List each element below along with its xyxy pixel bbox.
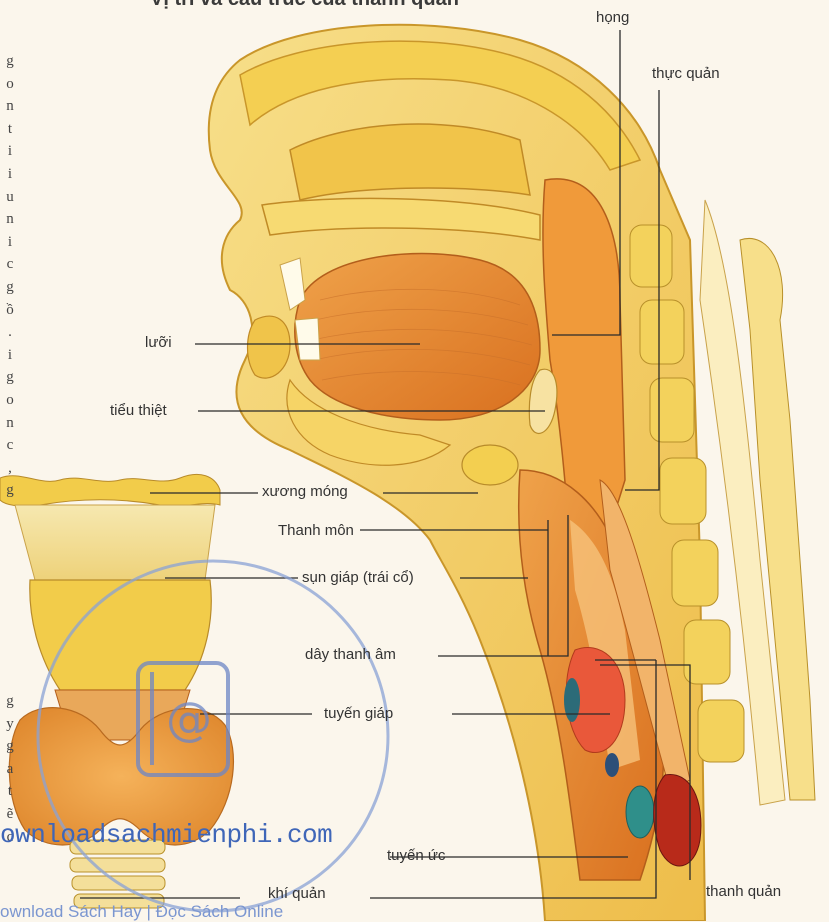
margin-letter: i xyxy=(3,140,17,163)
margin-letter: c xyxy=(3,253,17,276)
margin-letter: o xyxy=(3,73,17,96)
margin-letter: ồ xyxy=(3,299,17,322)
label-tieu-thiet: tiểu thiệt xyxy=(110,402,167,419)
figure-title: Vị trí và cấu trúc của thanh quản xyxy=(150,0,459,11)
margin-letter: i xyxy=(3,344,17,367)
label-day-thanh-am: dây thanh âm xyxy=(305,646,396,663)
margin-letter: n xyxy=(3,412,17,435)
margin-letter: y xyxy=(3,713,17,736)
margin-letter: g xyxy=(3,50,17,73)
label-luoi: lưỡi xyxy=(145,334,172,351)
head-section xyxy=(209,25,815,921)
label-sun-giap: sụn giáp (trái cổ) xyxy=(302,569,414,586)
label-thuc-quan: thực quản xyxy=(652,65,720,82)
margin-letter: n xyxy=(3,95,17,118)
label-khi-quan: khí quản xyxy=(268,885,326,902)
watermark-text: ownloadsachmienphi.com xyxy=(0,820,332,850)
teal-vessel xyxy=(626,786,654,838)
margin-letter: g xyxy=(3,690,17,713)
at-sign-icon: @ xyxy=(166,692,212,746)
margin-letter: g xyxy=(3,735,17,758)
margin-letter: c xyxy=(3,434,17,457)
margin-letter: u xyxy=(3,186,17,209)
label-thanh-mon: Thanh môn xyxy=(278,522,354,539)
watermark-subtext: ownload Sách Hay | Đọc Sách Online xyxy=(0,902,283,922)
margin-letter: o xyxy=(3,389,17,412)
margin-letter: . xyxy=(3,321,17,344)
small-vessel xyxy=(605,753,619,777)
hyoid-front xyxy=(0,474,220,506)
nasal-cavity xyxy=(290,124,530,200)
label-thanh-quan: thanh quản xyxy=(706,883,781,900)
lower-teeth xyxy=(295,318,320,360)
margin-letter: i xyxy=(3,163,17,186)
label-tuyen-giap: tuyến giáp xyxy=(324,705,393,722)
margin-letter: a xyxy=(3,758,17,781)
margin-letter: t xyxy=(3,118,17,141)
label-hong: họng xyxy=(596,9,629,26)
margin-letter: , xyxy=(3,457,17,480)
label-tuyen-uc: tuyến ức xyxy=(387,847,445,864)
margin-letter: g xyxy=(3,479,17,502)
margin-letter: i xyxy=(3,231,17,254)
margin-letter: t xyxy=(3,780,17,803)
margin-letter: g xyxy=(3,276,17,299)
label-xuong-mong: xương móng xyxy=(262,483,348,500)
thyrohyoid-membrane xyxy=(15,505,215,580)
hyoid-bone xyxy=(462,445,518,485)
thyroid-cartilage xyxy=(30,580,211,690)
margin-letter: n xyxy=(3,208,17,231)
blue-vessel xyxy=(564,678,580,722)
tongue xyxy=(295,253,540,420)
margin-letter: g xyxy=(3,366,17,389)
